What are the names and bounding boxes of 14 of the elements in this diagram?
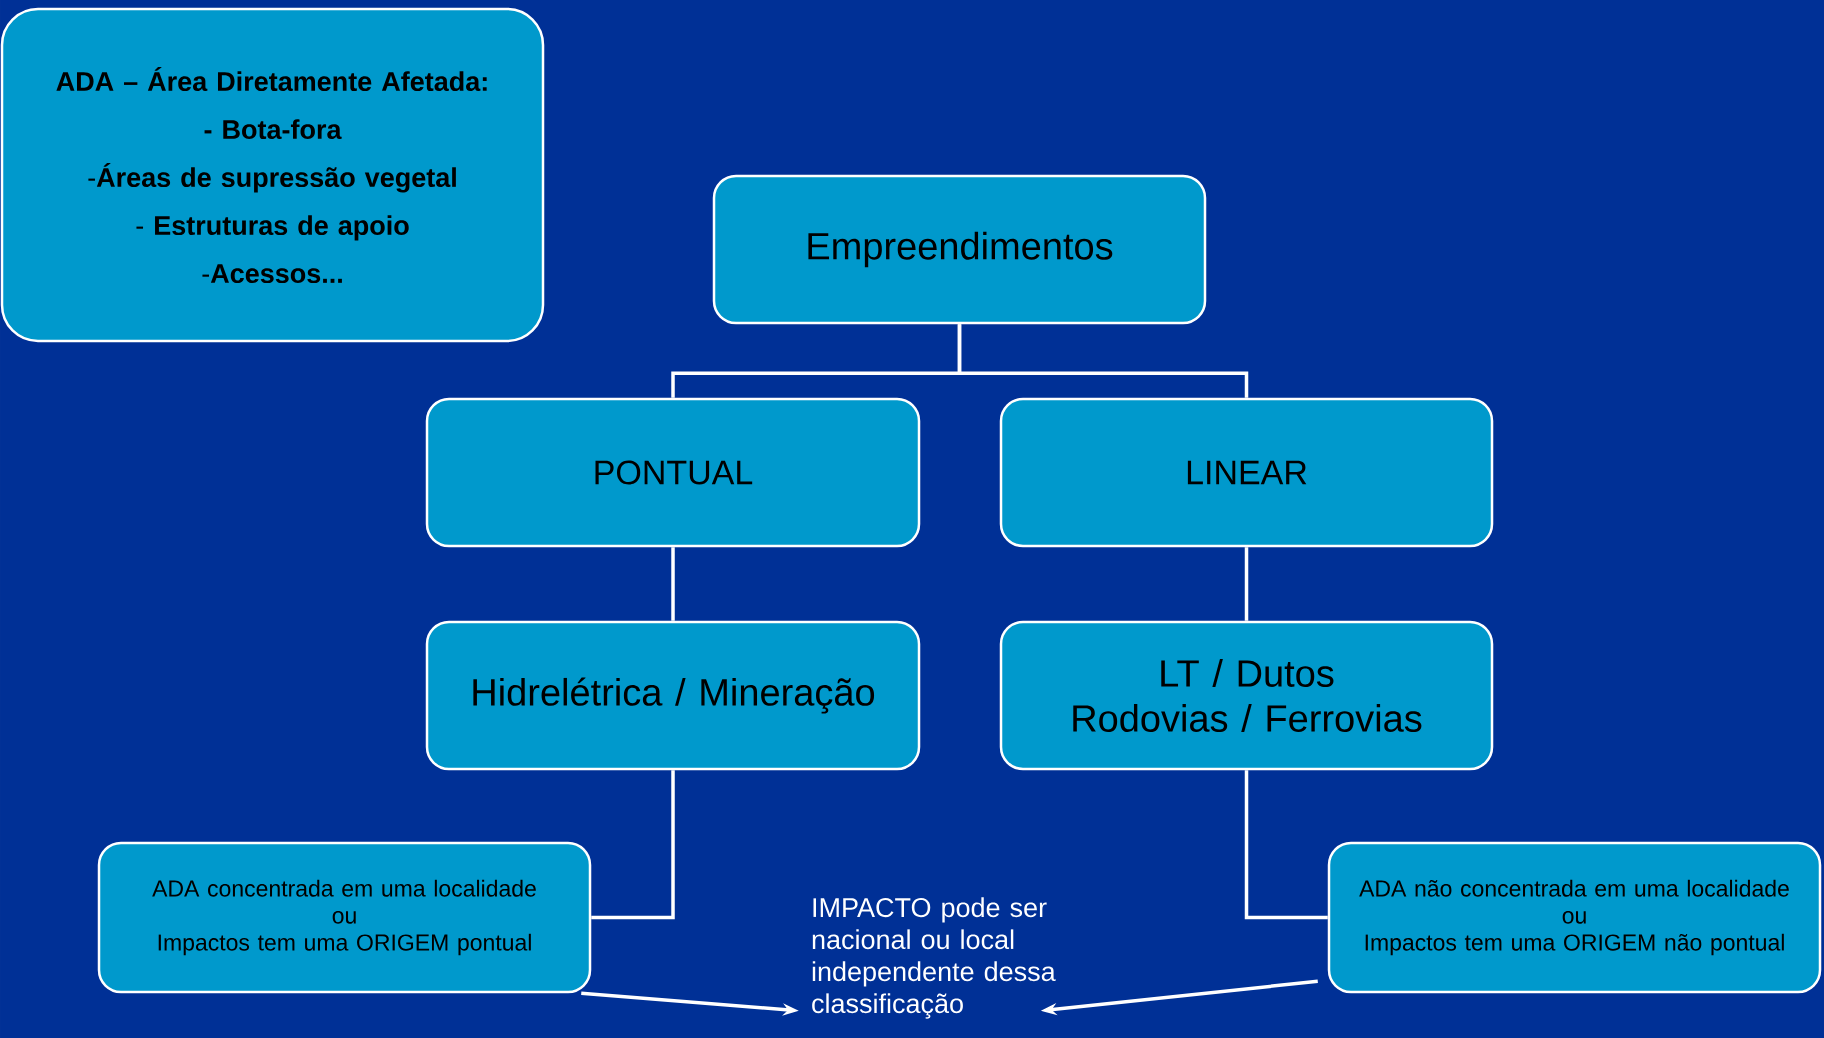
- connector-line: [957, 324, 1249, 398]
- process-box: LT / Dutos Rodovias / Ferrovias: [999, 620, 1494, 771]
- connector-line: [1244, 547, 1249, 621]
- process-box: Hidrelétrica / Mineração: [425, 620, 921, 771]
- process-box: LINEAR: [999, 397, 1494, 548]
- connector-line: [591, 770, 675, 920]
- text-box: ADA – Área Diretamente Afetada: - Bota-fora -Áreas de supressão vegetal - Estruturas de apoio -Acessos...: [0, 7, 545, 343]
- process-box: Empreendimentos: [712, 174, 1207, 325]
- process-box: ADA concentrada em uma localidade ou Impactos tem uma ORIGEM pontual: [97, 841, 592, 994]
- note-text: IMPACTO pode ser nacional ou local independente dessa classificação: [812, 897, 1056, 1019]
- process-box: PONTUAL: [425, 397, 921, 548]
- process-box: ADA não concentrada em uma localidade ou Impactos tem uma ORIGEM não pontual: [1327, 841, 1822, 994]
- connector-line: [1244, 770, 1328, 920]
- connector-line: [671, 547, 675, 621]
